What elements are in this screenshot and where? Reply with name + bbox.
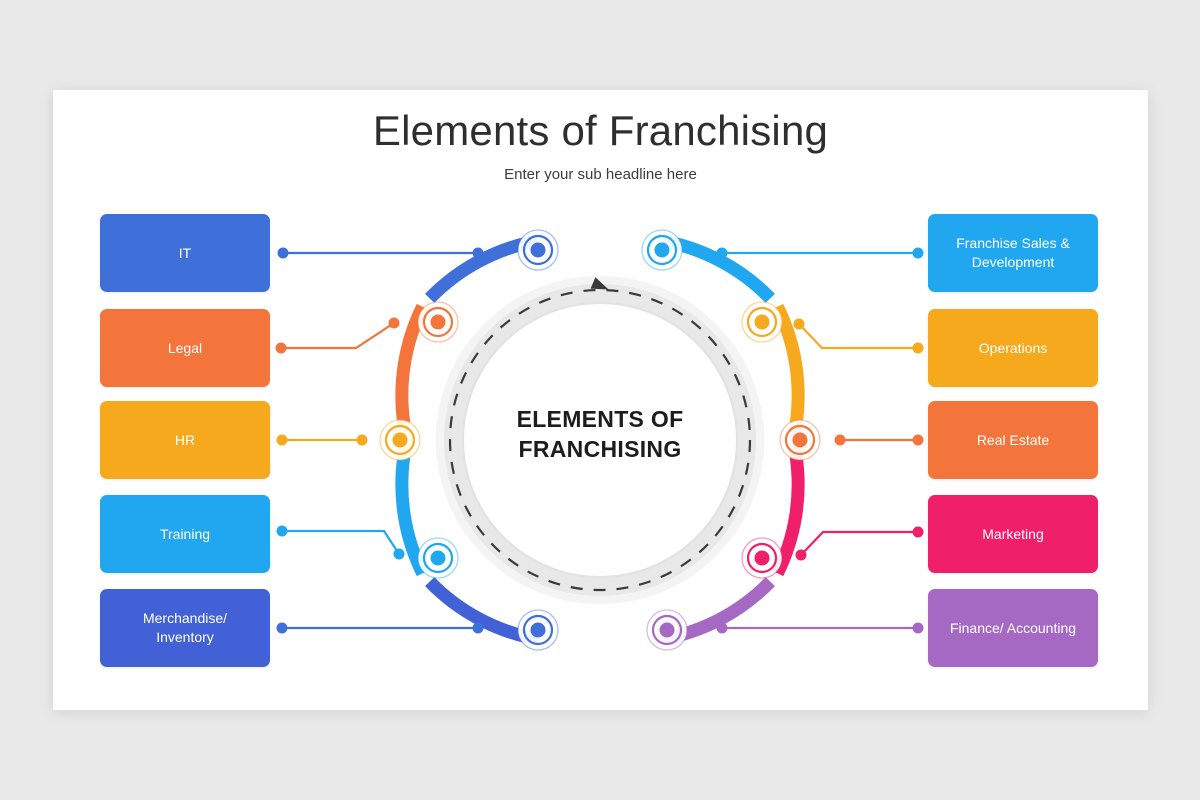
label-box-franchise-sales[interactable]: Franchise Sales & Development [928, 214, 1098, 292]
center-label-line2: FRANCHISING [518, 435, 682, 462]
label-text-marketing: Marketing [982, 525, 1044, 542]
label-text-hr: HR [174, 431, 196, 448]
label-box-marketing[interactable]: Marketing [928, 495, 1098, 573]
label-box-merchandise[interactable]: Merchandise/ Inventory [100, 589, 270, 667]
slide-header: Elements of Franchising Enter your sub h… [53, 107, 1148, 184]
label-text-merchandise: Merchandise/ Inventory [142, 610, 228, 645]
label-text-real-estate: Real Estate [976, 431, 1050, 448]
page-title: Elements of Franchising [372, 107, 829, 154]
center-label-line1: ELEMENTS OF [516, 406, 684, 432]
center-label: ELEMENTS OF FRANCHISING [460, 405, 740, 465]
page-subtitle: Enter your sub headline here [504, 166, 697, 184]
label-box-real-estate[interactable]: Real Estate [928, 401, 1098, 479]
label-box-it[interactable]: IT [100, 214, 270, 292]
label-box-operations[interactable]: Operations [928, 309, 1098, 387]
label-text-it: IT [178, 244, 192, 261]
label-text-finance: Finance/ Accounting [949, 619, 1077, 636]
label-text-franchise-sales: Franchise Sales & Development [956, 235, 1070, 270]
label-box-training[interactable]: Training [100, 495, 270, 573]
label-box-legal[interactable]: Legal [100, 309, 270, 387]
label-box-hr[interactable]: HR [100, 401, 270, 479]
label-text-legal: Legal [167, 339, 203, 356]
label-text-operations: Operations [978, 339, 1048, 356]
label-box-finance[interactable]: Finance/ Accounting [928, 589, 1098, 667]
label-text-training: Training [159, 525, 211, 542]
